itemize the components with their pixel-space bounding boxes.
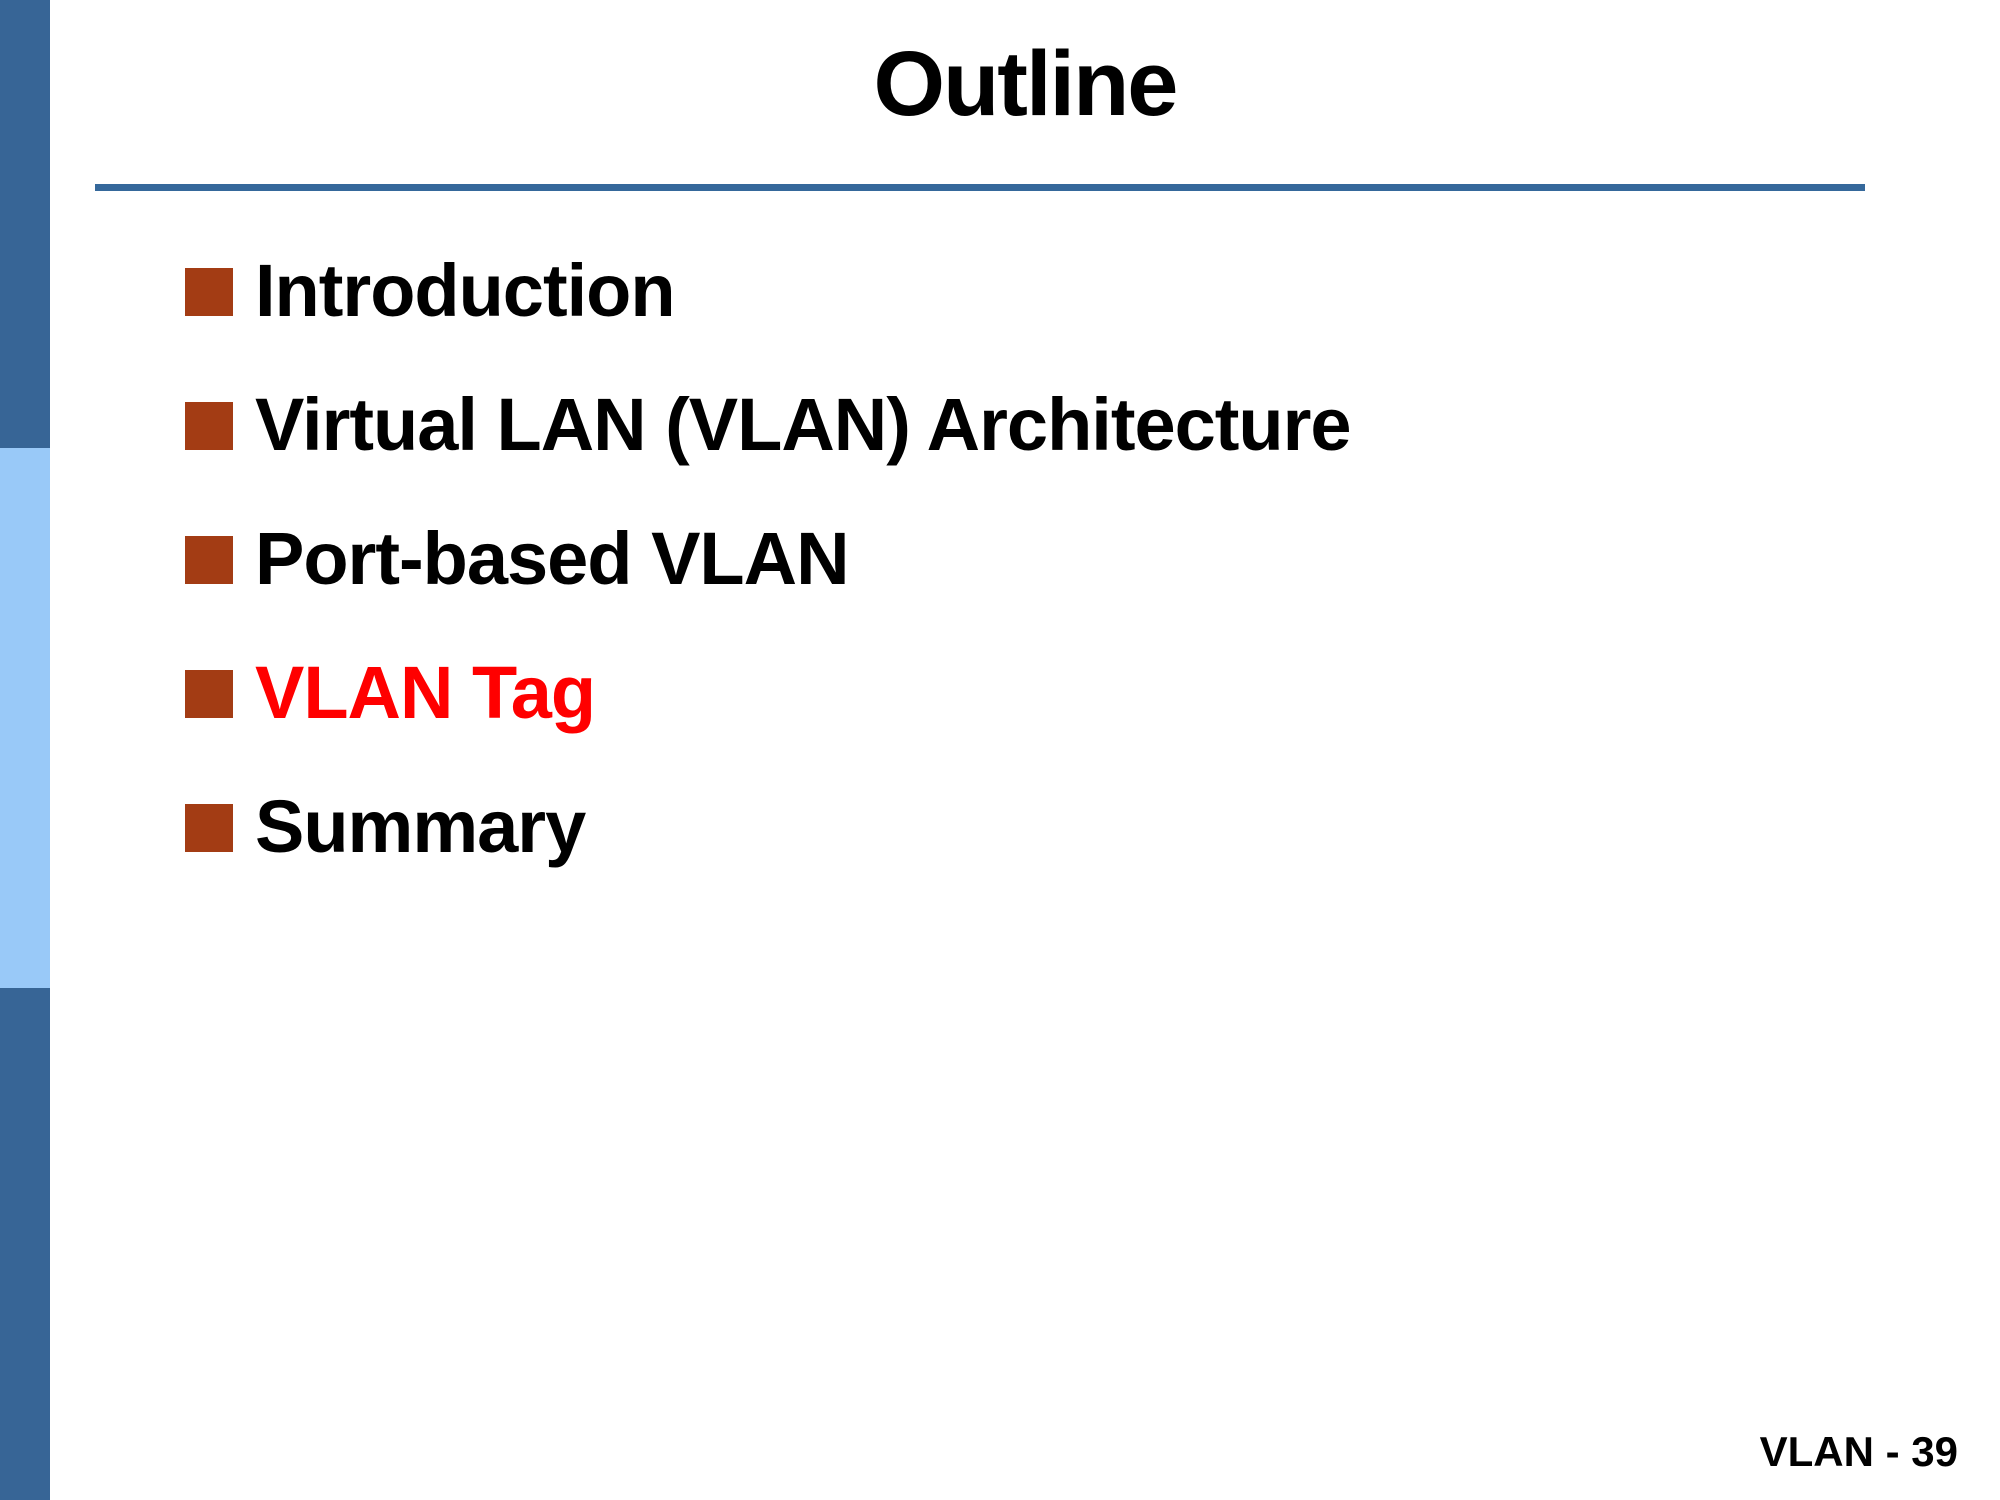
outline-list: Introduction Virtual LAN (VLAN) Architec… (185, 224, 1352, 894)
bullet-square-icon (185, 268, 233, 316)
list-item-label: VLAN Tag (255, 651, 596, 734)
bullet-square-icon (185, 804, 233, 852)
list-item-label: Virtual LAN (VLAN) Architecture (255, 383, 1352, 466)
title-underline-rule (95, 184, 1865, 191)
list-item: Introduction (185, 224, 1351, 358)
bullet-square-icon (185, 536, 233, 584)
accent-bar-segment-middle (0, 448, 50, 988)
bullet-square-icon (185, 402, 233, 450)
list-item-label: Introduction (255, 249, 676, 332)
list-item: Summary (185, 760, 1351, 894)
slide-title: Outline (873, 33, 1179, 135)
list-item: VLAN Tag (185, 626, 1351, 760)
list-item: Virtual LAN (VLAN) Architecture (185, 358, 1352, 492)
page-number: VLAN - 39 (1759, 1428, 1958, 1475)
list-item-label: Summary (255, 785, 586, 868)
accent-bar-segment-top (0, 0, 50, 448)
left-accent-bar (0, 0, 50, 1500)
list-item-label: Port-based VLAN (255, 517, 850, 600)
accent-bar-segment-bottom (0, 988, 50, 1500)
list-item: Port-based VLAN (185, 492, 1351, 626)
bullet-square-icon (185, 670, 233, 718)
